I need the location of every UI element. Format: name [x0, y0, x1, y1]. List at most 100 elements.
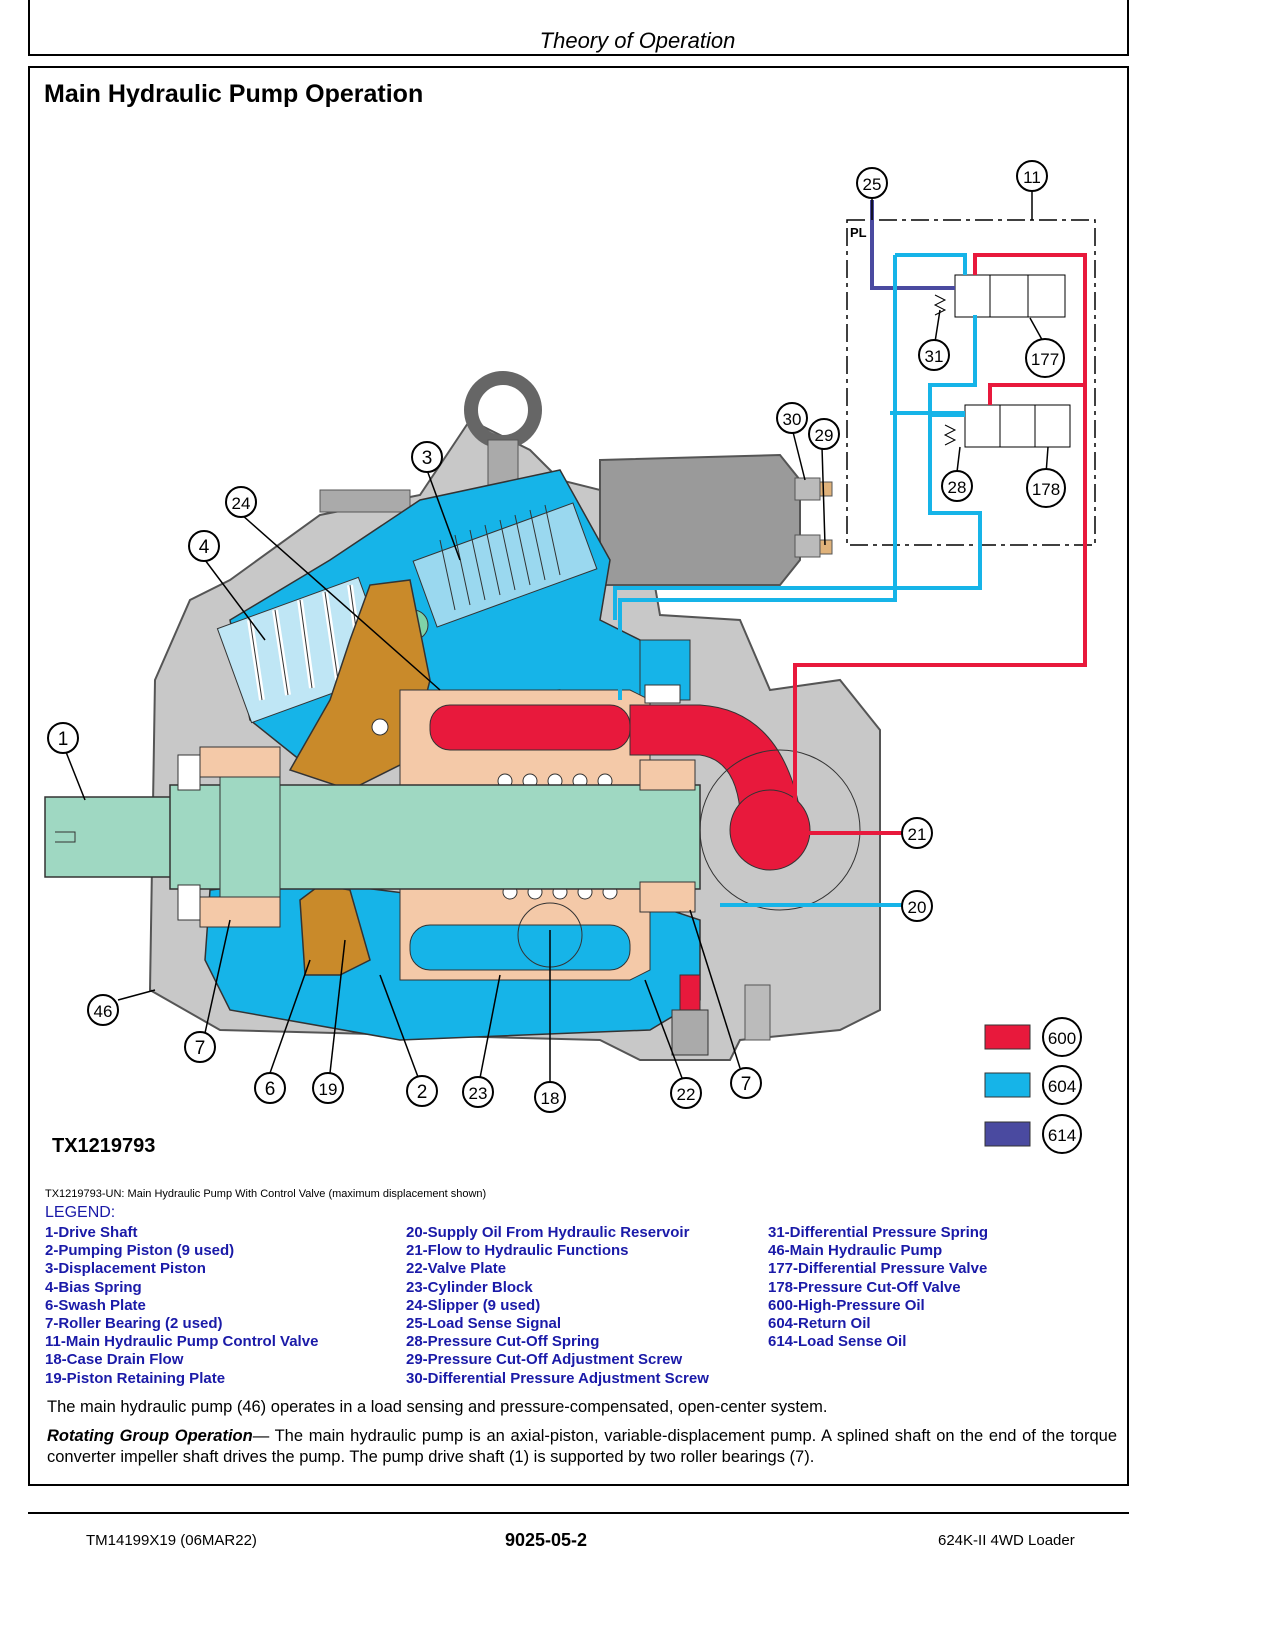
svg-text:21: 21	[908, 825, 927, 844]
legend-item: 28-Pressure Cut-Off Spring	[406, 1333, 600, 1351]
key-604: 604	[1048, 1077, 1076, 1096]
swatch-604	[984, 1072, 1031, 1098]
svg-text:28: 28	[948, 478, 967, 497]
lifting-eye	[464, 371, 542, 449]
legend-item: 1-Drive Shaft	[45, 1224, 138, 1241]
svg-text:19: 19	[319, 1080, 338, 1099]
footer-doc-id: TM14199X19 (06MAR22)	[86, 1532, 257, 1549]
callout-6: 6	[254, 1072, 286, 1104]
control-valve-schematic: PL	[613, 200, 1096, 907]
legend-item: 177-Differential Pressure Valve	[768, 1260, 988, 1278]
legend-item: 6-Swash Plate	[45, 1296, 146, 1314]
callout-22: 22	[670, 1077, 702, 1109]
legend-item: 22-Valve Plate	[406, 1260, 507, 1278]
legend-item: 30-Differential Pressure Adjustment Scre…	[406, 1369, 709, 1387]
svg-text:24: 24	[232, 494, 251, 513]
callout-7-left: 7	[184, 1031, 216, 1063]
callout-4: 4	[188, 530, 220, 562]
pump-cutaway-diagram: PL	[44, 160, 1096, 1154]
svg-text:25: 25	[863, 175, 882, 194]
svg-text:29: 29	[815, 426, 834, 445]
callout-7-right: 7	[730, 1067, 762, 1099]
callout-18: 18	[534, 1081, 566, 1113]
legend-item: 20-Supply Oil From Hydraulic Reservoir	[406, 1224, 690, 1241]
svg-text:178: 178	[1032, 480, 1060, 499]
callout-28: 28	[941, 470, 973, 502]
legend-item: 24-Slipper (9 used)	[406, 1296, 541, 1314]
callout-balloons: 1 2 3 4 6 7 7 11 18 19 20 21 22 23 24 25…	[47, 160, 1066, 1113]
callout-23: 23	[462, 1076, 494, 1108]
legend-title: LEGEND:	[45, 1204, 116, 1221]
control-housing	[599, 453, 801, 586]
svg-text:30: 30	[783, 410, 802, 429]
legend-column-2: 20-Supply Oil From Hydraulic Reservoir 2…	[406, 1224, 709, 1388]
svg-text:2: 2	[417, 1082, 428, 1103]
body-paragraph-2: Rotating Group Operation— The main hydra…	[47, 1426, 1117, 1468]
section-title: Main Hydraulic Pump Operation	[44, 80, 424, 108]
callout-31: 31	[918, 339, 950, 371]
callout-21: 21	[901, 817, 933, 849]
body-paragraph-1: The main hydraulic pump (46) operates in…	[47, 1398, 828, 1416]
callout-178: 178	[1026, 468, 1066, 508]
legend-item: 7-Roller Bearing (2 used)	[45, 1315, 223, 1333]
legend-item: 178-Pressure Cut-Off Valve	[768, 1278, 961, 1296]
callout-29: 29	[808, 418, 840, 450]
callout-19: 19	[312, 1072, 344, 1104]
svg-text:6: 6	[265, 1079, 276, 1100]
callout-1: 1	[47, 722, 79, 754]
port-label-pl: PL	[850, 225, 867, 240]
leader-lines	[65, 190, 1049, 1083]
legend-item: 46-Main Hydraulic Pump	[768, 1242, 943, 1260]
pumping-piston-upper	[429, 704, 631, 751]
legend-item: 29-Pressure Cut-Off Adjustment Screw	[406, 1351, 683, 1369]
svg-text:18: 18	[541, 1089, 560, 1108]
legend-item: 3-Displacement Piston	[45, 1260, 206, 1278]
callout-2: 2	[406, 1075, 438, 1107]
svg-text:20: 20	[908, 898, 927, 917]
callout-30: 30	[776, 402, 808, 434]
footer-machine: 624K-II 4WD Loader	[938, 1532, 1075, 1549]
svg-text:3: 3	[422, 448, 433, 469]
callout-3: 3	[411, 441, 443, 473]
header-frame	[28, 0, 1129, 56]
svg-text:7: 7	[741, 1074, 752, 1095]
color-key: 600 604 614	[984, 1017, 1082, 1154]
footer-page-number: 9025-05-2	[505, 1530, 588, 1550]
header-title: Theory of Operation	[539, 28, 736, 53]
callout-20: 20	[901, 890, 933, 922]
callout-177: 177	[1025, 338, 1065, 378]
swatch-614	[984, 1121, 1031, 1147]
svg-text:7: 7	[195, 1038, 206, 1059]
svg-text:11: 11	[1023, 168, 1041, 187]
cylinder-block	[399, 689, 651, 981]
paragraph-text: — The main hydraulic pump is an axial-pi…	[47, 1427, 1117, 1466]
callout-25: 25	[856, 167, 888, 199]
key-600: 600	[1048, 1029, 1076, 1048]
roller-bearings	[177, 746, 696, 928]
swash-plate	[288, 579, 431, 976]
legend-item: 614-Load Sense Oil	[768, 1333, 907, 1351]
svg-text:177: 177	[1031, 350, 1059, 369]
legend-column-1: 1-Drive Shaft 2-Pumping Piston (9 used) …	[45, 1224, 318, 1388]
svg-text:31: 31	[925, 347, 944, 366]
footer-rule	[28, 1512, 1129, 1514]
callout-24: 24	[225, 486, 257, 518]
content-frame	[28, 66, 1129, 1486]
legend-item: 23-Cylinder Block	[406, 1278, 533, 1296]
legend-column-3: 31-Differential Pressure Spring 46-Main …	[768, 1224, 988, 1351]
svg-text:23: 23	[469, 1084, 488, 1103]
legend-item: 18-Case Drain Flow	[45, 1351, 184, 1369]
key-614: 614	[1048, 1126, 1076, 1145]
legend-item: 2-Pumping Piston (9 used)	[45, 1242, 235, 1260]
callout-11: 11	[1016, 160, 1048, 192]
outlet-high-pressure	[629, 684, 861, 1056]
svg-text:1: 1	[58, 729, 69, 750]
svg-text:46: 46	[94, 1002, 113, 1021]
drive-shaft	[44, 769, 701, 905]
legend-item: 4-Bias Spring	[45, 1278, 142, 1296]
legend-item: 31-Differential Pressure Spring	[768, 1224, 989, 1241]
callout-46: 46	[87, 994, 119, 1026]
legend-item: 600-High-Pressure Oil	[768, 1296, 925, 1314]
legend-item: 11-Main Hydraulic Pump Control Valve	[45, 1333, 319, 1351]
swatch-600	[984, 1024, 1031, 1050]
